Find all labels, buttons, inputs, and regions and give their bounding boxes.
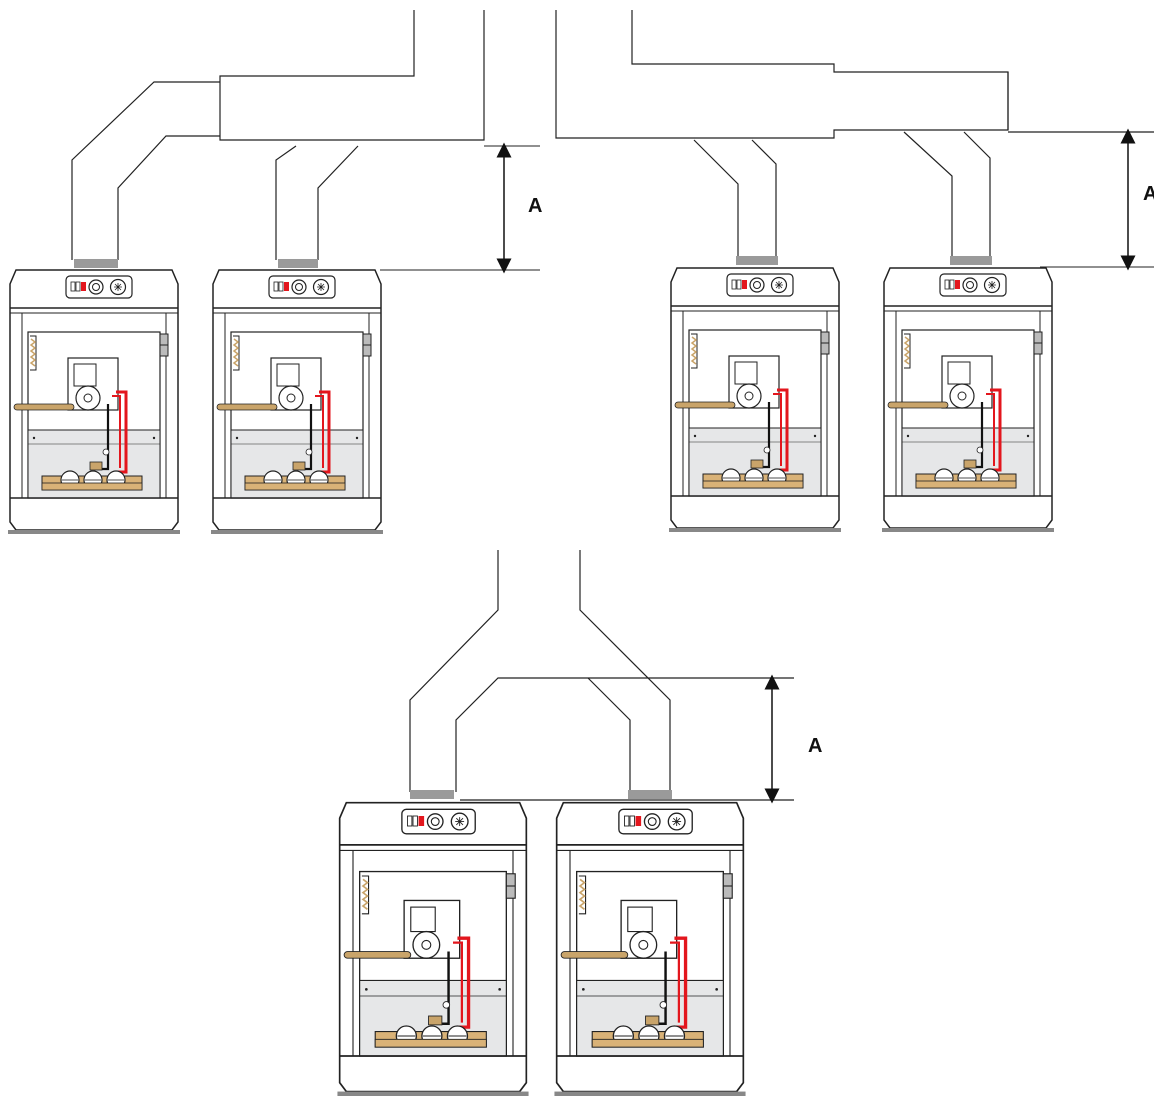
dimension-label-a: A — [528, 195, 542, 217]
flue-layout-bottom: A — [336, 550, 822, 1096]
flue-pipework-bottom — [409, 550, 794, 801]
flue-collar — [950, 256, 992, 265]
boiler-unit — [553, 796, 747, 1096]
flue-layout-top-right: A — [555, 10, 1154, 532]
flue-pipework-top-right — [555, 10, 1154, 258]
flue-collar — [736, 256, 778, 265]
boiler-unit — [669, 262, 841, 532]
flue-collar — [410, 790, 454, 799]
flue-collar — [628, 790, 672, 799]
flue-collar — [278, 259, 318, 268]
flue-layout-top-left: A — [8, 10, 542, 534]
boiler-unit — [336, 796, 530, 1096]
boiler-unit — [211, 264, 383, 534]
dimension-label-a: A — [808, 735, 822, 757]
flue-pipework-top-left — [71, 10, 485, 260]
boiler-unit — [8, 264, 180, 534]
boiler-unit — [882, 262, 1054, 532]
flue-collar — [74, 259, 118, 268]
dimension-label-a: A — [1143, 183, 1154, 205]
